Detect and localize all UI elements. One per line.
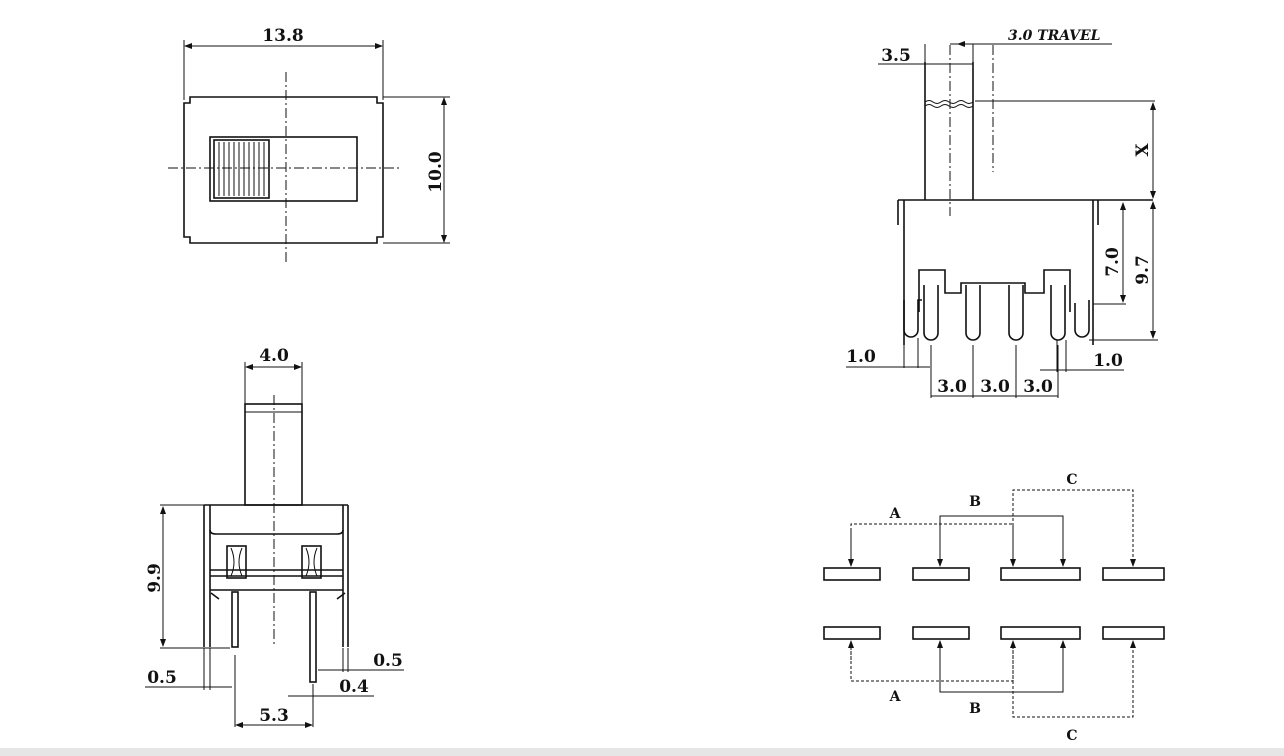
dim-total-height-label: 9.7 [1133, 255, 1153, 285]
dim-front-left-leg-label: 0.5 [147, 668, 177, 688]
side-view: 3.5 3.0 TRAVEL X 9.7 7.0 1.0 1.0 3.0 3.0… [846, 28, 1158, 398]
bottom-strip [0, 748, 1284, 756]
dim-front-actuator-label: 4.0 [259, 346, 289, 366]
dim-right-leg-label: 1.0 [1093, 351, 1123, 371]
dim-pin-label: 0.4 [339, 677, 369, 697]
dim-pin-spacing-label: 5.3 [259, 706, 289, 726]
front-view: 9.9 4.0 0.5 0.5 0.4 5.3 [145, 346, 404, 728]
label-a-bottom: A [889, 689, 902, 705]
pins [903, 285, 1090, 341]
label-b-bottom: B [969, 701, 981, 717]
dim-pitch-2: 3.0 [980, 377, 1010, 397]
dim-left-leg-label: 1.0 [846, 347, 876, 367]
dim-height-label: 10.0 [426, 151, 446, 193]
dim-body-height-label: 7.0 [1103, 247, 1123, 277]
dim-front-height-label: 9.9 [145, 563, 165, 593]
side-body [897, 199, 1153, 345]
slider-knob [213, 139, 270, 199]
top-view: 13.8 10.0 [168, 26, 450, 263]
front-pin-right [309, 591, 317, 683]
circuit-diagram: A B C A B C [823, 472, 1165, 744]
contact-pads-top [823, 567, 1165, 581]
slider-window [209, 136, 358, 202]
contact-pads-bottom [823, 626, 1165, 640]
label-b-top: B [969, 494, 981, 510]
dim-travel-label: 3.0 TRAVEL [1008, 28, 1101, 44]
dim-actuator-label: 3.5 [881, 46, 911, 66]
label-c-top: C [1066, 472, 1077, 488]
dim-front-right-leg-label: 0.5 [373, 651, 403, 671]
dim-width-label: 13.8 [262, 26, 303, 46]
top-body-outline [183, 96, 384, 244]
actuator-outline [924, 62, 974, 200]
label-c-bottom: C [1066, 728, 1077, 744]
front-pin-left [231, 591, 239, 648]
knob-ribs [218, 142, 265, 196]
dim-x-label: X [1133, 143, 1153, 157]
dim-pitch-3: 3.0 [1023, 377, 1053, 397]
dim-pitch-1: 3.0 [937, 377, 967, 397]
label-a-top: A [889, 506, 902, 522]
